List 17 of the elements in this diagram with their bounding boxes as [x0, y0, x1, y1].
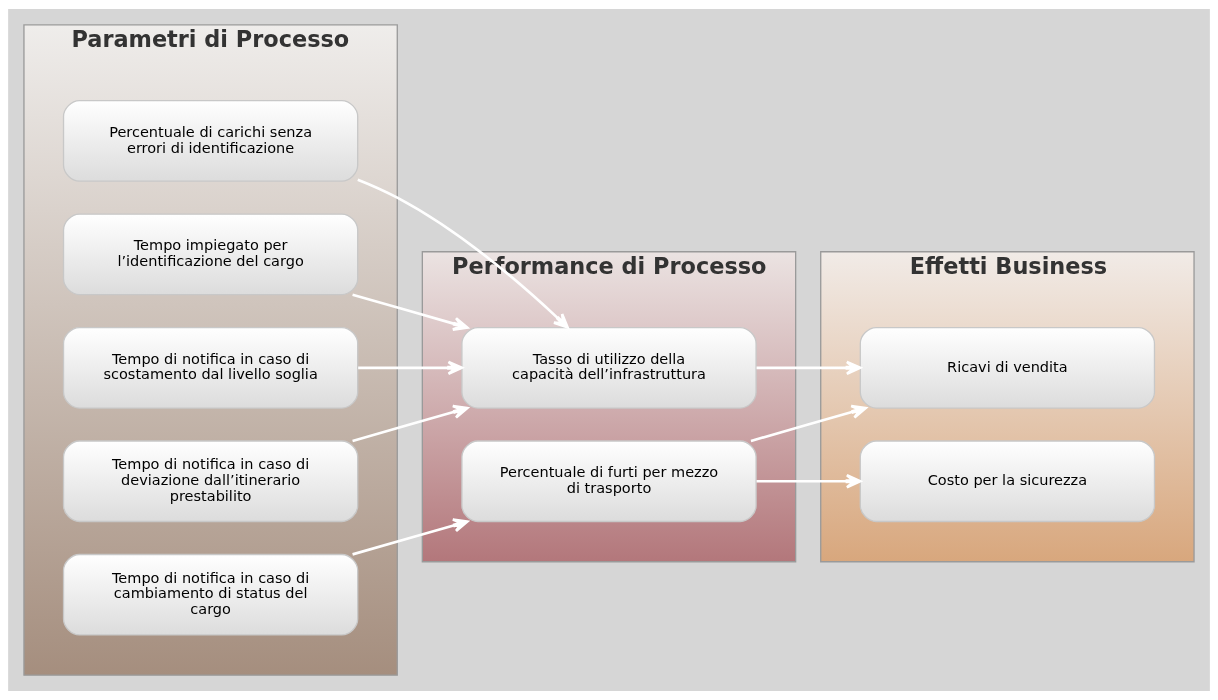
arrow	[352, 293, 469, 331]
node-box: Tempo di notifica in caso di scostamento dal livello soglia	[62, 326, 359, 409]
arrow	[750, 404, 867, 443]
arrow	[352, 404, 469, 443]
node-box: Tasso di utilizzo della capacità dell’infrastruttura	[461, 326, 757, 409]
node-box: Costo per la sicurezza	[859, 440, 1156, 523]
node-box: Tempo di notifica in caso di cambiamento di status del cargo	[62, 553, 359, 636]
node-box: Tempo impiegato per l’identificazione del cargo	[62, 213, 359, 296]
arrow	[756, 360, 862, 376]
node-box: Tempo di notifica in caso di deviazione dall’itinerario prestabilito	[62, 440, 359, 523]
arrow	[357, 178, 569, 329]
arrow	[352, 518, 469, 556]
arrow	[756, 474, 862, 489]
arrow	[358, 360, 464, 376]
node-box: Percentuale di furti per mezzo di trasporto	[461, 440, 757, 523]
node-box: Ricavi di vendita	[859, 326, 1156, 409]
node-box: Percentuale di carichi senza errori di identificazione	[62, 100, 359, 182]
